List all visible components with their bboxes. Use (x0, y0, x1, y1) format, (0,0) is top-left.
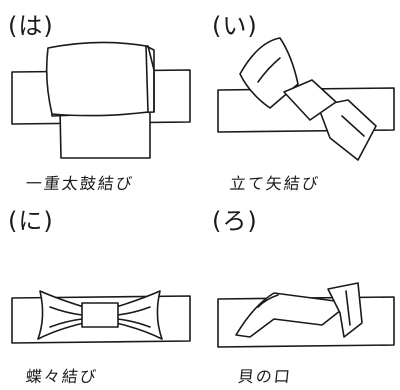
taiko-side-edge (145, 45, 155, 113)
caption-i: 立て矢結び (228, 174, 321, 193)
left-flap-fold (257, 294, 279, 308)
upper-wing (239, 37, 299, 109)
center-knot (283, 79, 337, 121)
right-flap-fold (345, 290, 351, 326)
caption-ro: 貝の口 (236, 367, 293, 386)
tateya-knot-drawing (217, 37, 395, 161)
taiko-knot-drawing (11, 41, 191, 159)
diagram-panel-ni: (に) 蝶々結び (0, 195, 200, 390)
center-knot (81, 302, 119, 328)
diagram-panel-i: (い) 立て矢結び (200, 0, 400, 195)
right-wing-pleats (117, 306, 151, 328)
panel-label-ha: (は) (8, 12, 54, 40)
panel-label-ro: (ろ) (212, 207, 258, 235)
taiko-drum (45, 41, 149, 117)
panel-label-ni: (に) (8, 207, 54, 235)
left-wing-pleats (49, 306, 83, 328)
right-flap (327, 282, 363, 338)
caption-ha: 一重太鼓結び (24, 174, 135, 193)
panel-label-i: (い) (212, 12, 258, 40)
tare-flap (59, 108, 151, 159)
butterfly-knot-drawing (11, 290, 191, 344)
left-flap (235, 292, 351, 338)
caption-ni: 蝶々結び (24, 367, 99, 386)
diagram-panel-ro: (ろ) 貝の口 (200, 195, 400, 390)
upper-wing-fold (257, 57, 281, 83)
diagram-panel-ha: (は) 一重太鼓結び (0, 0, 200, 195)
lower-wing-fold (341, 115, 365, 137)
kainokuchi-knot-drawing (217, 282, 395, 348)
lower-wing (317, 99, 377, 161)
